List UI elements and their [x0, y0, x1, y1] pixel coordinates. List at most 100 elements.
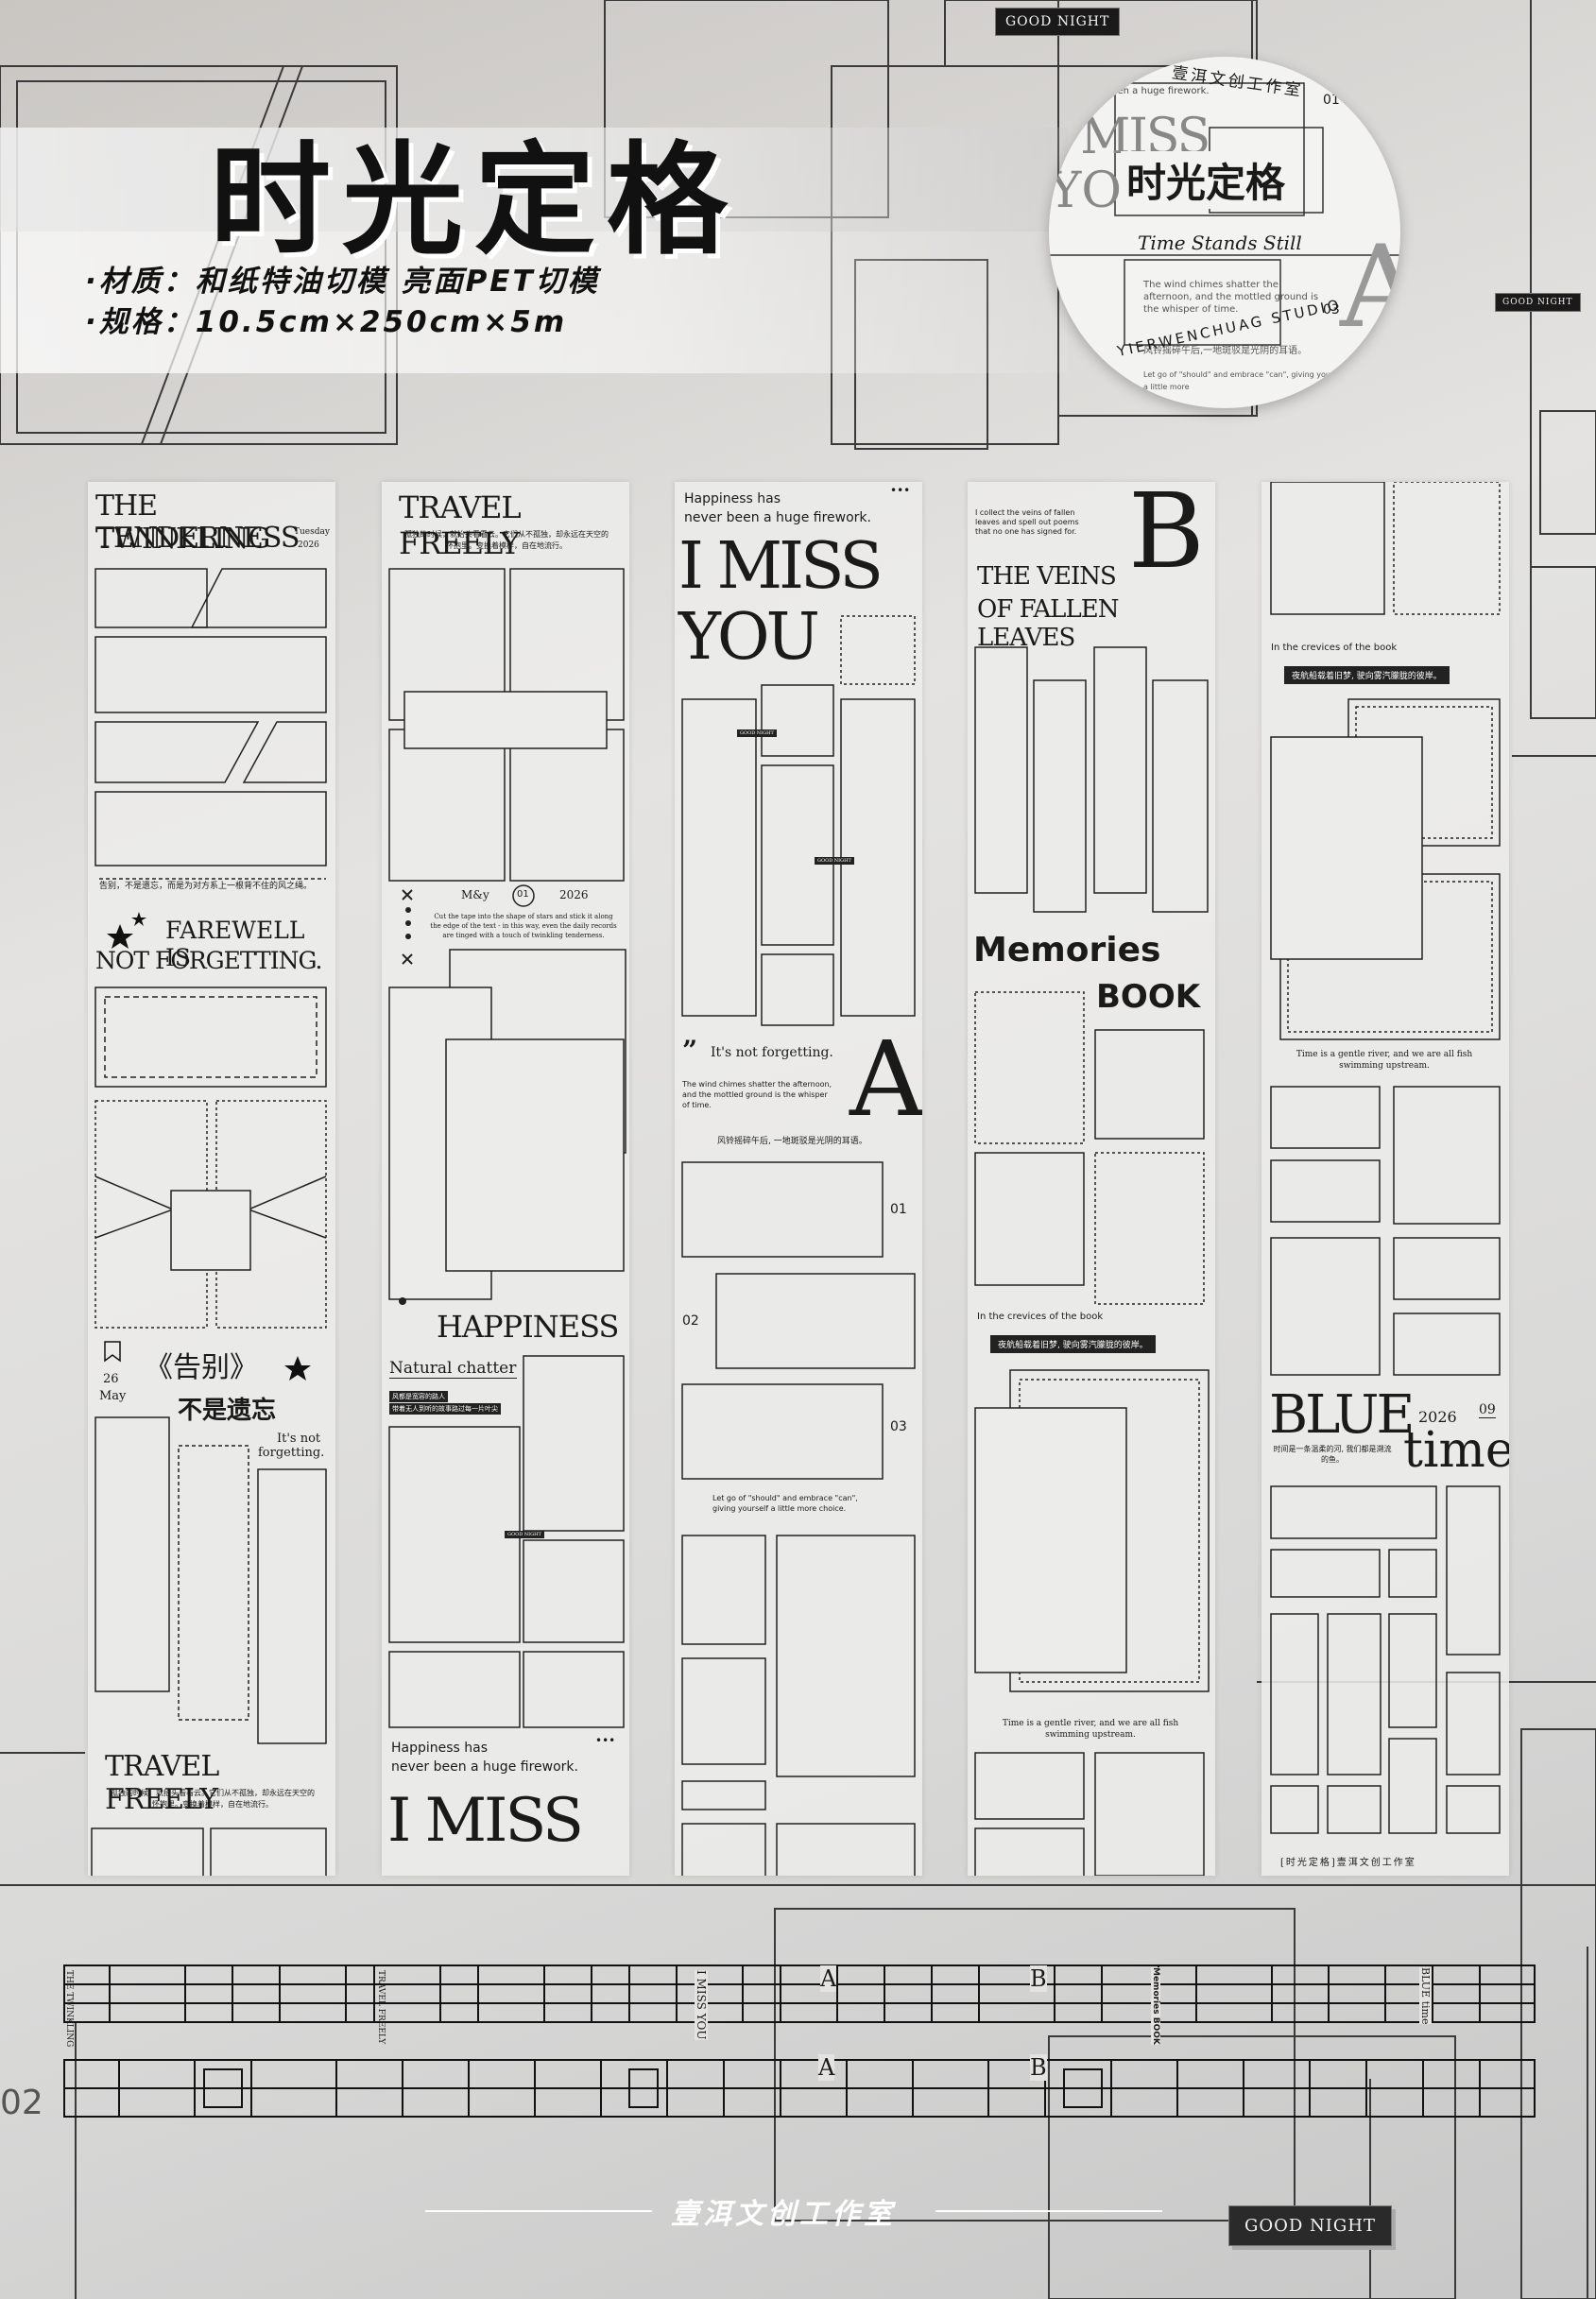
- strip2-chatter-cn2: 带着无人到听的故事路过每一片叶尖: [389, 1403, 501, 1415]
- circle-subtitle: Time Stands Still: [1138, 232, 1302, 254]
- good-night-badge-top: GOOD NIGHT: [995, 8, 1121, 36]
- strip3-badge1: GOOD NIGHT: [737, 729, 777, 737]
- strip3-you: YOU: [678, 600, 820, 675]
- title-band: [0, 128, 1068, 373]
- strip1-farewell2: NOT FORGETTING.: [95, 947, 322, 974]
- strip4-letter: B: [1128, 482, 1205, 592]
- strip2-dots: •••: [595, 1734, 616, 1747]
- strip2-cn-text: 孤独的时候，就抬头看看云。它们从不孤独，却永远在天空的怀抱里。变换着模样，自在地…: [404, 530, 609, 550]
- circle-firework-line: been a huge firework.: [1106, 86, 1210, 96]
- strip3-n01: 01: [890, 1202, 907, 1217]
- strip1-date-month: May: [99, 1389, 127, 1403]
- circle-quote-cn: 风铃摇碎午后,一地斑驳是光阴的耳语。: [1143, 346, 1308, 356]
- strip1-travel: TRAVEL FREELY: [105, 1750, 219, 1816]
- roll2-label-1: A: [818, 2054, 835, 2081]
- strip2-title: TRAVEL FREELY: [399, 489, 522, 561]
- strip1-not-forgot1: It's not: [277, 1432, 321, 1446]
- strip2-small-text: Cut the tape into the shape of stars and…: [430, 913, 617, 939]
- circle-frames: [1049, 57, 1400, 346]
- tape-roll-row-1: [63, 1964, 1536, 2023]
- roll-label-5: B: [1030, 1965, 1047, 1992]
- strip1-farewell1: FAREWELL IS: [165, 917, 305, 971]
- strip4-veins2: OF FALLEN LEAVES: [977, 595, 1119, 652]
- roll-label-1: THE TWINKLING: [64, 1970, 74, 2048]
- strip3-let-go: Let go of "should" and embrace "can", gi…: [712, 1494, 858, 1513]
- tape-strip-4: I collect the veins of fallen leaves and…: [968, 482, 1215, 1876]
- spec-size: ·规格：10.5cm×250cm×5m: [85, 305, 568, 339]
- strip4-frames: [974, 646, 1210, 1876]
- strip1-travel-cn: 孤独的时候，就抬头看看云。它们从不孤独，却永远在天空的怀抱里。变换着模样，自在地…: [111, 1789, 315, 1809]
- spec-material: ·材质：和纸特油切模 亮面PET切模: [85, 265, 600, 299]
- strip2-my: M&y: [461, 888, 489, 901]
- tape-strip-5: In the crevices of the book 夜航船载着旧梦, 驶向雾…: [1261, 482, 1509, 1876]
- strip2-badge: GOOD NIGHT: [505, 1531, 544, 1538]
- strip1-quote-cn1: 《告别》: [145, 1351, 258, 1384]
- strip3-miss: I MISS: [678, 529, 884, 604]
- strip1-date-day: 26: [103, 1372, 119, 1386]
- strip3-happy-has: Happiness has: [684, 491, 781, 506]
- strip5-river: Time is a gentle river, and we are all f…: [1296, 1050, 1473, 1071]
- strip1-title2: TENDERNESS: [95, 522, 300, 555]
- strip2-miss: I MISS: [387, 1786, 584, 1856]
- tape-roll-row-2: [63, 2059, 1536, 2118]
- strip3-n02: 02: [682, 1313, 699, 1329]
- circle-num1: 01: [1323, 93, 1340, 108]
- strip5-year: 2026: [1418, 1408, 1457, 1426]
- strip3-quote-mark: ”: [682, 1035, 698, 1066]
- strip5-frames: [1270, 482, 1501, 1834]
- strip1-cn-line: 告别，不是遗忘，而是为对方系上一根背不住的风之绳。: [99, 882, 313, 891]
- strip3-frames: [681, 615, 916, 1876]
- tape-strip-3: Happiness has never been a huge firework…: [675, 482, 922, 1876]
- circle-title: 时光定格: [1121, 151, 1292, 209]
- footer-line-right: [935, 2210, 1162, 2212]
- strip3-not-forget: It's not forgetting.: [711, 1045, 833, 1060]
- strip4-book: BOOK: [1096, 978, 1201, 1016]
- tape-roll-preview: 壹洱文创工作室 I MISS YOU been a huge firework.…: [1049, 57, 1400, 408]
- strip5-time: time: [1403, 1422, 1509, 1479]
- roll2-label-2: B: [1030, 2054, 1047, 2081]
- roll-label-2: TRAVEL FREELY: [376, 1970, 386, 2045]
- strip2-chatter: Natural chatter: [389, 1359, 517, 1379]
- circle-quote-tail: Let go of "should" and embrace "can", gi…: [1143, 370, 1347, 391]
- circle-letter: A: [1340, 222, 1400, 353]
- circle-quote-en: The wind chimes shatter the afternoon, a…: [1143, 280, 1319, 315]
- product-title: 时光定格: [210, 130, 740, 271]
- strip3-letter: A: [849, 1019, 922, 1140]
- strip2-num: 01: [517, 889, 529, 900]
- strip4-river: Time is a gentle river, and we are all f…: [1002, 1719, 1179, 1740]
- strip3-wind-cn: 风铃摇碎午后, 一地斑驳是光阴的耳语。: [717, 1137, 867, 1146]
- strip4-veins-text: I collect the veins of fallen leaves and…: [975, 508, 1079, 536]
- strip5-blue: BLUE: [1269, 1384, 1415, 1446]
- strip3-firework: never been a huge firework.: [684, 510, 871, 525]
- bottom-number: 02: [0, 2084, 43, 2122]
- strip1-title1: THE TWINKLING: [95, 489, 270, 556]
- good-night-badge-side: GOOD NIGHT: [1495, 293, 1581, 312]
- strip2-frames: [388, 568, 626, 1728]
- strip3-wind-en: The wind chimes shatter the afternoon, a…: [682, 1080, 832, 1109]
- strip4-veins1: THE VEINS: [977, 562, 1117, 591]
- strip1-quote-cn2: 不是遗忘: [178, 1397, 277, 1425]
- strip5-crevices-cn: 夜航船载着旧梦, 驶向雾汽朦胧的彼岸。: [1284, 666, 1450, 684]
- strip3-badge2: GOOD NIGHT: [815, 857, 854, 865]
- strip5-month: 09: [1479, 1402, 1496, 1418]
- circle-num3: 03: [1323, 302, 1340, 317]
- roll-label-6: Memories BOOK: [1151, 1967, 1160, 2045]
- strip1-frames: [91, 568, 327, 1876]
- footer-line-left: [425, 2210, 652, 2212]
- strip1-not-forgot2: forgetting.: [258, 1446, 325, 1460]
- strip4-memories: Memories: [973, 931, 1161, 969]
- good-night-badge-bottom: GOOD NIGHT: [1228, 2205, 1392, 2246]
- studio-name: 壹洱文创工作室: [671, 2198, 896, 2231]
- strip2-happiness: HAPPINESS: [437, 1309, 619, 1345]
- strip3-n03: 03: [890, 1419, 907, 1434]
- strip4-crevices-cn: 夜航船载着旧梦, 驶向雾汽朦胧的彼岸。: [990, 1335, 1156, 1353]
- strip4-crevices: In the crevices of the book: [977, 1312, 1104, 1322]
- roll-label-3: I MISS YOU: [695, 1970, 708, 2040]
- strip2-chatter-cn1: 风都是宽容的路人: [389, 1391, 448, 1402]
- tape-strip-2: TRAVEL FREELY 孤独的时候，就抬头看看云。它们从不孤独，却永远在天空…: [382, 482, 629, 1876]
- strip2-firework: never been a huge firework.: [391, 1759, 578, 1775]
- strip1-year: 2026: [298, 540, 319, 550]
- strip2-happy-has: Happiness has: [391, 1741, 489, 1756]
- strip5-crevices: In the crevices of the book: [1271, 643, 1398, 653]
- strip1-day: Tuesday: [294, 527, 330, 537]
